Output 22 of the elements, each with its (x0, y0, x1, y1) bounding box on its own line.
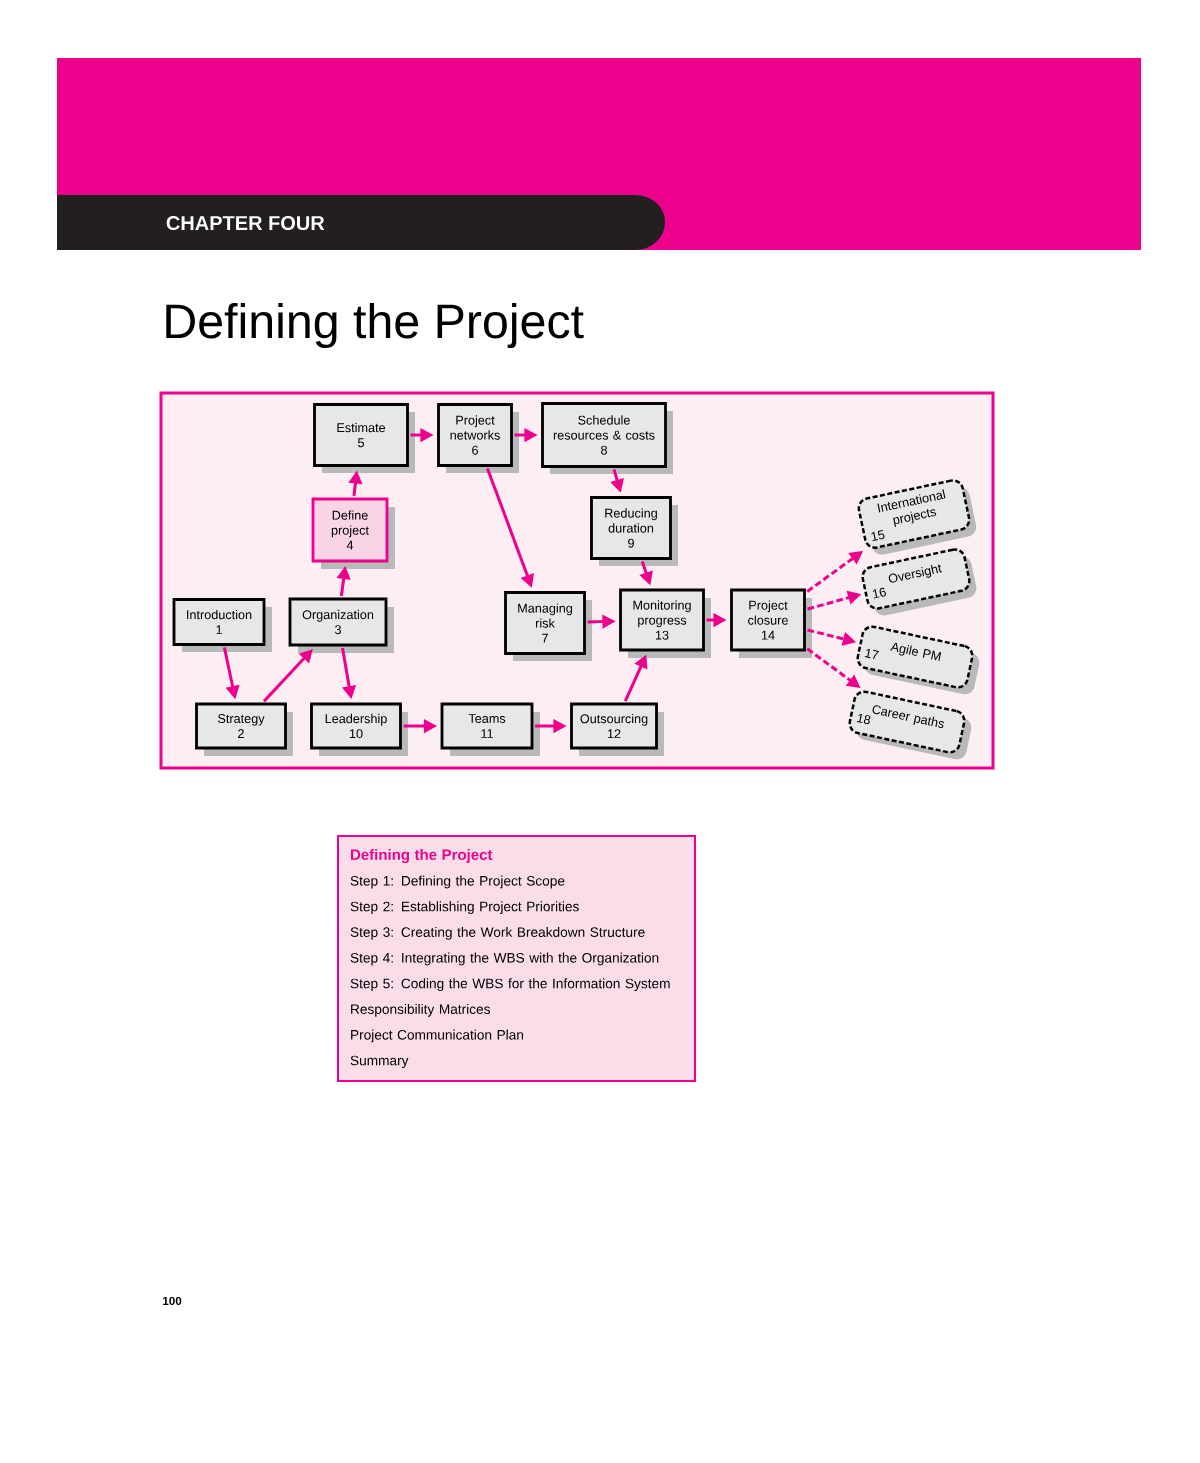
process-box: Define project 4 (311, 497, 395, 569)
process-box: Schedule resources & costs 8 (541, 402, 673, 474)
process-box: Teams 11 (440, 702, 540, 756)
process-box: Estimate 5 (313, 403, 415, 473)
process-box: Reducing duration 9 (590, 496, 678, 566)
process-box: Introduction 1 (172, 598, 272, 652)
process-box: Leadership 10 (310, 702, 408, 756)
arrow (262, 649, 313, 703)
contents-box: Defining the Project Step 1: Defining the Project Scope Step 2: Establishing Project Priorities Step 3: Creating the Work Breakdown Structure Step 4: Integrating the WBS with the Organization Step 5: Coding the WBS for the Information System Responsibility Matrices Project Communication Plan Summary (337, 835, 696, 1082)
process-box: Organization 3 (288, 597, 394, 653)
process-box: Strategy 2 (195, 702, 293, 756)
topic-tag: Oversight 16 (861, 548, 977, 616)
process-box: Managing risk 7 (504, 591, 592, 661)
topic-tag: Agile PM 17 (856, 625, 980, 695)
process-box: Outsourcing 12 (570, 702, 664, 756)
page-title: Defining the Project (166, 303, 584, 349)
process-box: Monitoring progress 13 (619, 588, 711, 658)
topic-tag: Career paths 18 (848, 690, 972, 760)
process-box: Project closure 14 (730, 588, 812, 658)
page-number: 100 (163, 1296, 182, 1306)
chapter-tab: CHAPTER FOUR (57, 195, 665, 250)
process-box: Project networks 6 (437, 403, 519, 473)
